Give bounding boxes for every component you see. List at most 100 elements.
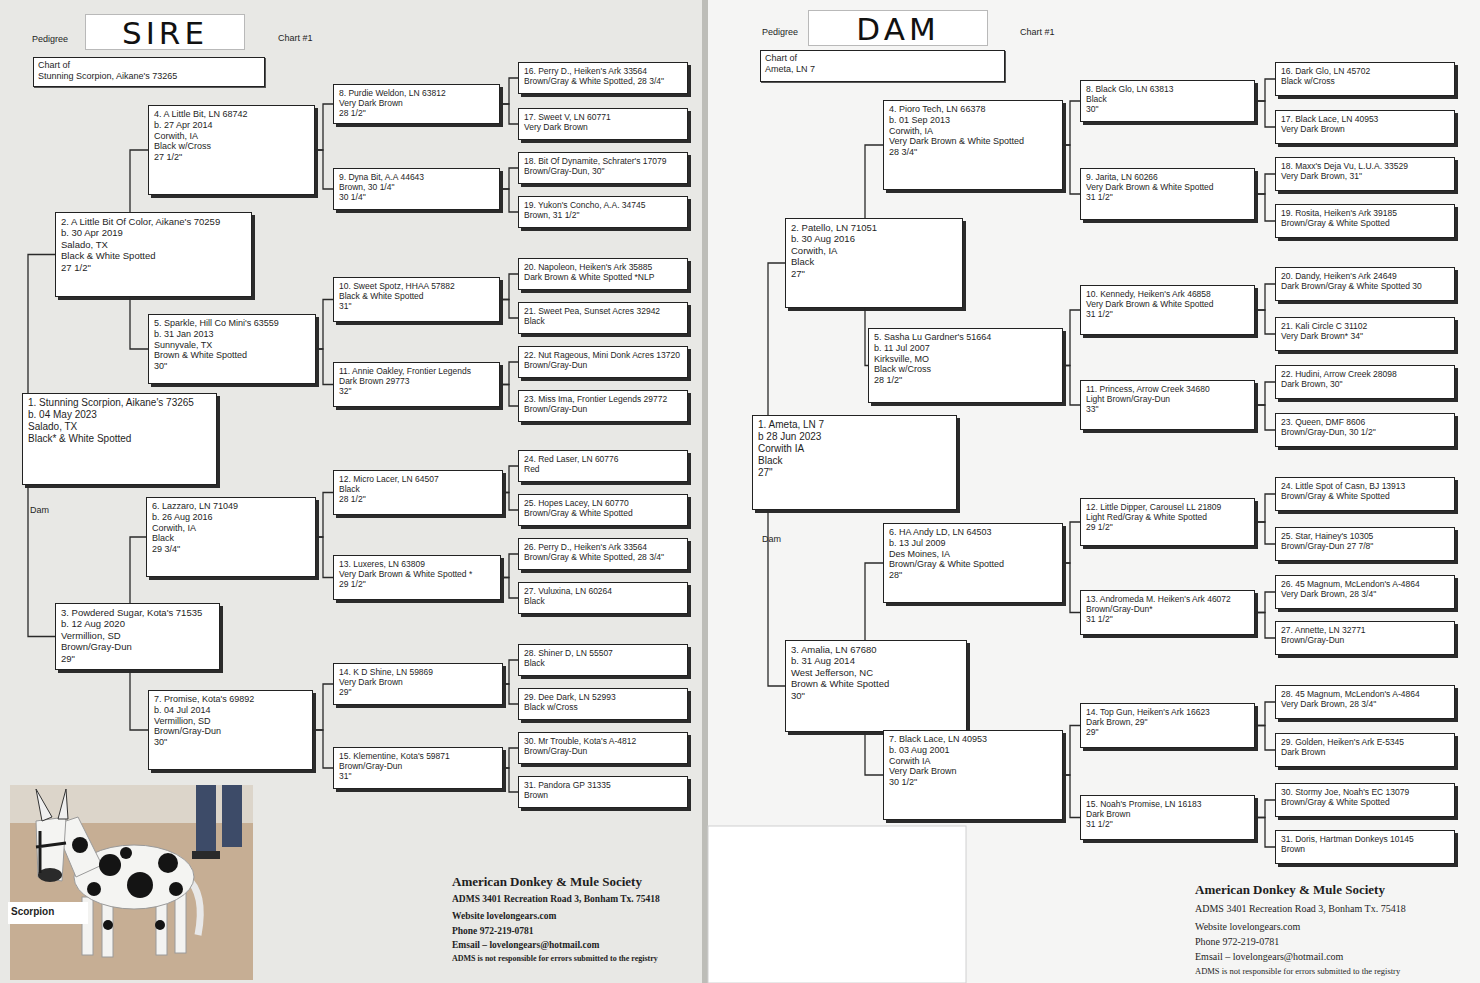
box-text: 21. Kali Circle C 31102 (1281, 321, 1449, 331)
box-text: 10. Kennedy, Heiken's Ark 46858 (1086, 289, 1249, 299)
box-text: 13. Luxeres, LN 63809 (339, 559, 495, 569)
box-text: 29" (61, 653, 214, 664)
box-text: 23. Queen, DMF 8606 (1281, 417, 1449, 427)
pedigree-box: 9. Jarita, LN 60266Very Dark Brown & Whi… (1080, 168, 1255, 220)
pedigree-connector (1255, 522, 1275, 544)
box-text: Brown/Gray-Dun (524, 746, 682, 756)
pedigree-connector (503, 748, 518, 768)
box-text: 3. Amalia, LN 67680 (791, 644, 961, 655)
box-text: Brown/Gray & White Spotted, 28 3/4" (524, 76, 682, 86)
box-text: b. 31 Jan 2013 (154, 329, 310, 340)
box-text: 31" (339, 771, 497, 781)
box-text: Ameta, LN 7 (765, 64, 1000, 75)
donkey-spot (99, 854, 121, 876)
pedigree-connector (500, 385, 518, 407)
box-text: Dark Brown, 29" (1086, 717, 1249, 727)
donkey-photo (8, 785, 253, 980)
footer-text: ADMS 3401 Recreation Road 3, Bonham Tx. … (1195, 903, 1406, 914)
box-text: Black (1086, 94, 1249, 104)
box-text: Brown & White Spotted (791, 678, 961, 689)
box-text: 29 3/4" (152, 544, 310, 555)
box-text: Black (524, 596, 682, 606)
box-text: Black (791, 256, 957, 267)
box-text: 32" (339, 386, 494, 396)
box-text: Very Dark Brown (339, 98, 494, 108)
pedigree-box: 24. Red Laser, LN 60776Red (518, 450, 688, 482)
pedigree-box: 21. Sweet Pea, Sunset Acres 32942Black (518, 302, 688, 334)
pedigree-box: 19. Rosita, Heiken's Ark 39185Brown/Gray… (1275, 204, 1455, 238)
pedigree-box: 3. Powdered Sugar, Kota's 71535b. 12 Aug… (55, 603, 220, 670)
footer-text: Emsail – lovelongears@hotmail.com (452, 940, 599, 950)
pedigree-box: 26. Perry D., Heiken's Ark 33564Brown/Gr… (518, 538, 688, 570)
box-text: 7. Promise, Kota's 69892 (154, 694, 307, 705)
pedigree-connector (1255, 101, 1275, 127)
box-text: Stunning Scorpion, Aikane's 73265 (38, 71, 260, 82)
box-text: 31. Pandora GP 31335 (524, 780, 682, 790)
box-text: 28 3/4" (889, 147, 1057, 158)
box-text: 15. Klementine, Kota's 59871 (339, 751, 497, 761)
box-text: Brown & White Spotted (154, 350, 310, 361)
pedigree-box: 1. Ameta, LN 7b 28 Jun 2023Corwith IABla… (752, 415, 957, 510)
box-text: 30 1/2" (889, 777, 1057, 788)
box-text: 19. Yukon's Concho, A.A. 34745 (524, 200, 682, 210)
box-text: 31 1/2" (1086, 614, 1249, 624)
box-text: Black (339, 484, 497, 494)
box-text: Brown/Gray-Dun (61, 641, 214, 652)
box-text: 26. Perry D., Heiken's Ark 33564 (524, 542, 682, 552)
box-text: Chart of (765, 53, 1000, 64)
box-text: 29" (339, 687, 497, 697)
donkey-ear (58, 789, 68, 819)
box-text: 25. Hopes Lacey, LN 60770 (524, 498, 682, 508)
box-text: 31 1/2" (1086, 192, 1249, 202)
box-text: 30. Mr Trouble, Kota's A-4812 (524, 736, 682, 746)
donkey-spot (158, 853, 178, 873)
box-text: 28" (889, 570, 1057, 581)
pedigree-connector (313, 730, 333, 768)
box-text: Dark Brown & White Spotted *NLP (524, 272, 682, 282)
box-text: 30" (791, 690, 961, 701)
box-text: b. 13 Jul 2009 (889, 538, 1057, 549)
box-text: Brown/Gray-Dun 27 7/8" (1281, 541, 1449, 551)
pedigree-box: 13. Andromeda M. Heiken's Ark 46072Brown… (1080, 590, 1255, 635)
box-text: 30. Stormy Joe, Noah's EC 13079 (1281, 787, 1449, 797)
box-text: Very Dark Brown (889, 766, 1057, 777)
box-text: Brown/Gray & White Spotted, 28 3/4" (524, 552, 682, 562)
pedigree-connector (1255, 613, 1275, 639)
chart-title-box: Chart ofAmeta, LN 7 (760, 50, 1005, 82)
pedigree-connector (316, 300, 333, 350)
pedigree-box: 25. Hopes Lacey, LN 60770Brown/Gray & Wh… (518, 494, 688, 526)
box-text: Very Dark Brown (339, 677, 497, 687)
photo-caption-patch (8, 902, 88, 924)
box-text: 4. Pioro Tech, LN 66378 (889, 104, 1057, 115)
box-text: 29. Dee Dark, LN 52993 (524, 692, 682, 702)
pedigree-box: 6. Lazzaro, LN 71049b. 26 Aug 2016Corwit… (146, 497, 316, 577)
box-text: 31 1/2" (1086, 309, 1249, 319)
box-text: 24. Little Spot of Casn, BJ 13913 (1281, 481, 1449, 491)
box-text: Very Dark Brown & White Spotted * (339, 569, 495, 579)
pedigree-connector (1255, 284, 1275, 310)
box-text: 12. Micro Lacer, LN 64507 (339, 474, 497, 484)
donkey-spot (87, 882, 101, 896)
pedigree-box: 30. Mr Trouble, Kota's A-4812Brown/Gray-… (518, 732, 688, 764)
box-text: 27. Vuluxina, LN 60264 (524, 586, 682, 596)
box-text: 28. Shiner D, LN 55507 (524, 648, 682, 658)
box-text: b. 01 Sep 2013 (889, 115, 1057, 126)
box-text: Brown/Gray-Dun, 30" (524, 166, 682, 176)
box-text: 12. Little Dipper, Carousel LL 21809 (1086, 502, 1249, 512)
box-text: 15. Noah's Promise, LN 16183 (1086, 799, 1249, 809)
donkey-spot (120, 847, 132, 859)
box-text: Very Dark Brown & White Spotted (889, 136, 1057, 147)
pedigree-connector (313, 684, 333, 730)
box-text: Brown/Gray-Dun (524, 404, 682, 414)
box-text: 14. Top Gun, Heiken's Ark 16623 (1086, 707, 1249, 717)
person-leg (196, 785, 216, 853)
donkey-muzzle (38, 868, 62, 882)
pedigree-box: 6. HA Andy LD, LN 64503b. 13 Jul 2009Des… (883, 523, 1063, 603)
footer-text: ADMS 3401 Recreation Road 3, Bonham Tx. … (452, 894, 660, 904)
box-text: 27 1/2" (154, 152, 309, 163)
box-text: 30 1/4" (339, 192, 494, 202)
box-text: Brown/Gray & White Spotted (1281, 491, 1449, 501)
pedigree-connector (1063, 522, 1080, 563)
box-text: 3. Powdered Sugar, Kota's 71535 (61, 607, 214, 618)
box-text: 31" (339, 301, 494, 311)
